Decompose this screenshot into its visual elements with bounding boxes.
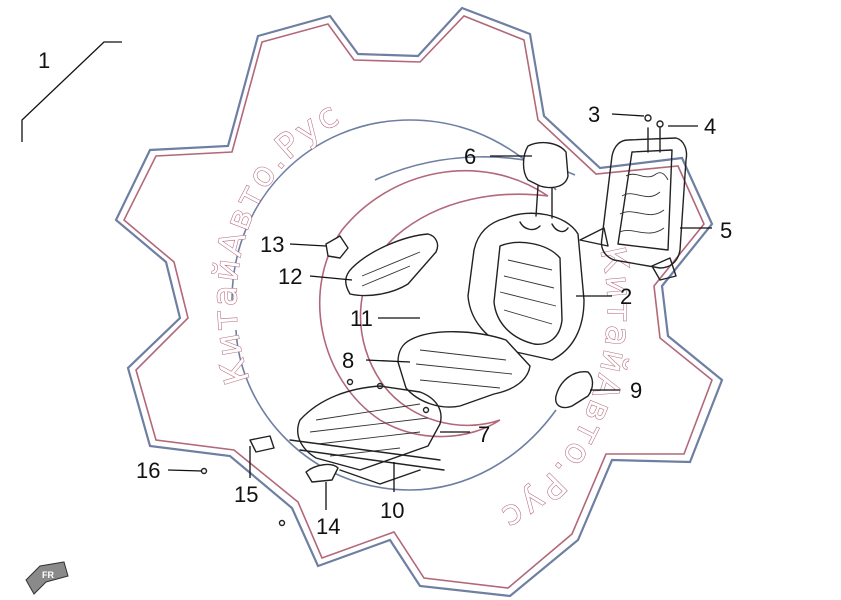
callout-12: 12 — [278, 264, 302, 289]
callout-15: 15 — [234, 482, 258, 507]
callout-11: 11 — [350, 306, 373, 331]
watermark-swoosh-inner — [318, 169, 549, 438]
direction-badge-label: FR — [42, 570, 54, 580]
watermark-gear-inner — [123, 15, 713, 589]
backrest-frame — [579, 127, 688, 281]
watermark-gear-outer — [114, 6, 724, 598]
front-direction-arrow-icon: FR — [25, 561, 69, 595]
bolts — [200, 114, 664, 527]
callout-8: 8 — [342, 348, 354, 373]
seat-cushion — [397, 331, 531, 408]
callout-5: 5 — [720, 218, 732, 243]
callout-14: 14 — [316, 514, 340, 539]
bracket-left — [249, 435, 275, 453]
side-cover — [555, 371, 594, 409]
watermark-ring — [231, 119, 557, 491]
callout-6: 6 — [464, 144, 476, 169]
callout-16: 16 — [136, 458, 160, 483]
clip-part — [325, 235, 349, 259]
callout-13: 13 — [260, 232, 284, 257]
leader-lines — [21, 41, 712, 510]
callout-4: 4 — [704, 114, 716, 139]
callout-1: 1 — [38, 48, 50, 73]
headrest — [522, 141, 569, 219]
seat-side-trim — [345, 233, 439, 297]
end-cap — [305, 463, 339, 483]
callout-7: 7 — [478, 422, 490, 447]
callout-3: 3 — [588, 102, 600, 127]
callout-numbers: 1 2 3 4 5 6 7 8 9 10 11 12 13 14 15 16 — [38, 48, 732, 539]
seat-backrest — [467, 212, 585, 361]
seat-frame-track — [289, 378, 445, 485]
callout-10: 10 — [380, 498, 404, 523]
callout-2: 2 — [620, 284, 632, 309]
callout-9: 9 — [630, 378, 642, 403]
